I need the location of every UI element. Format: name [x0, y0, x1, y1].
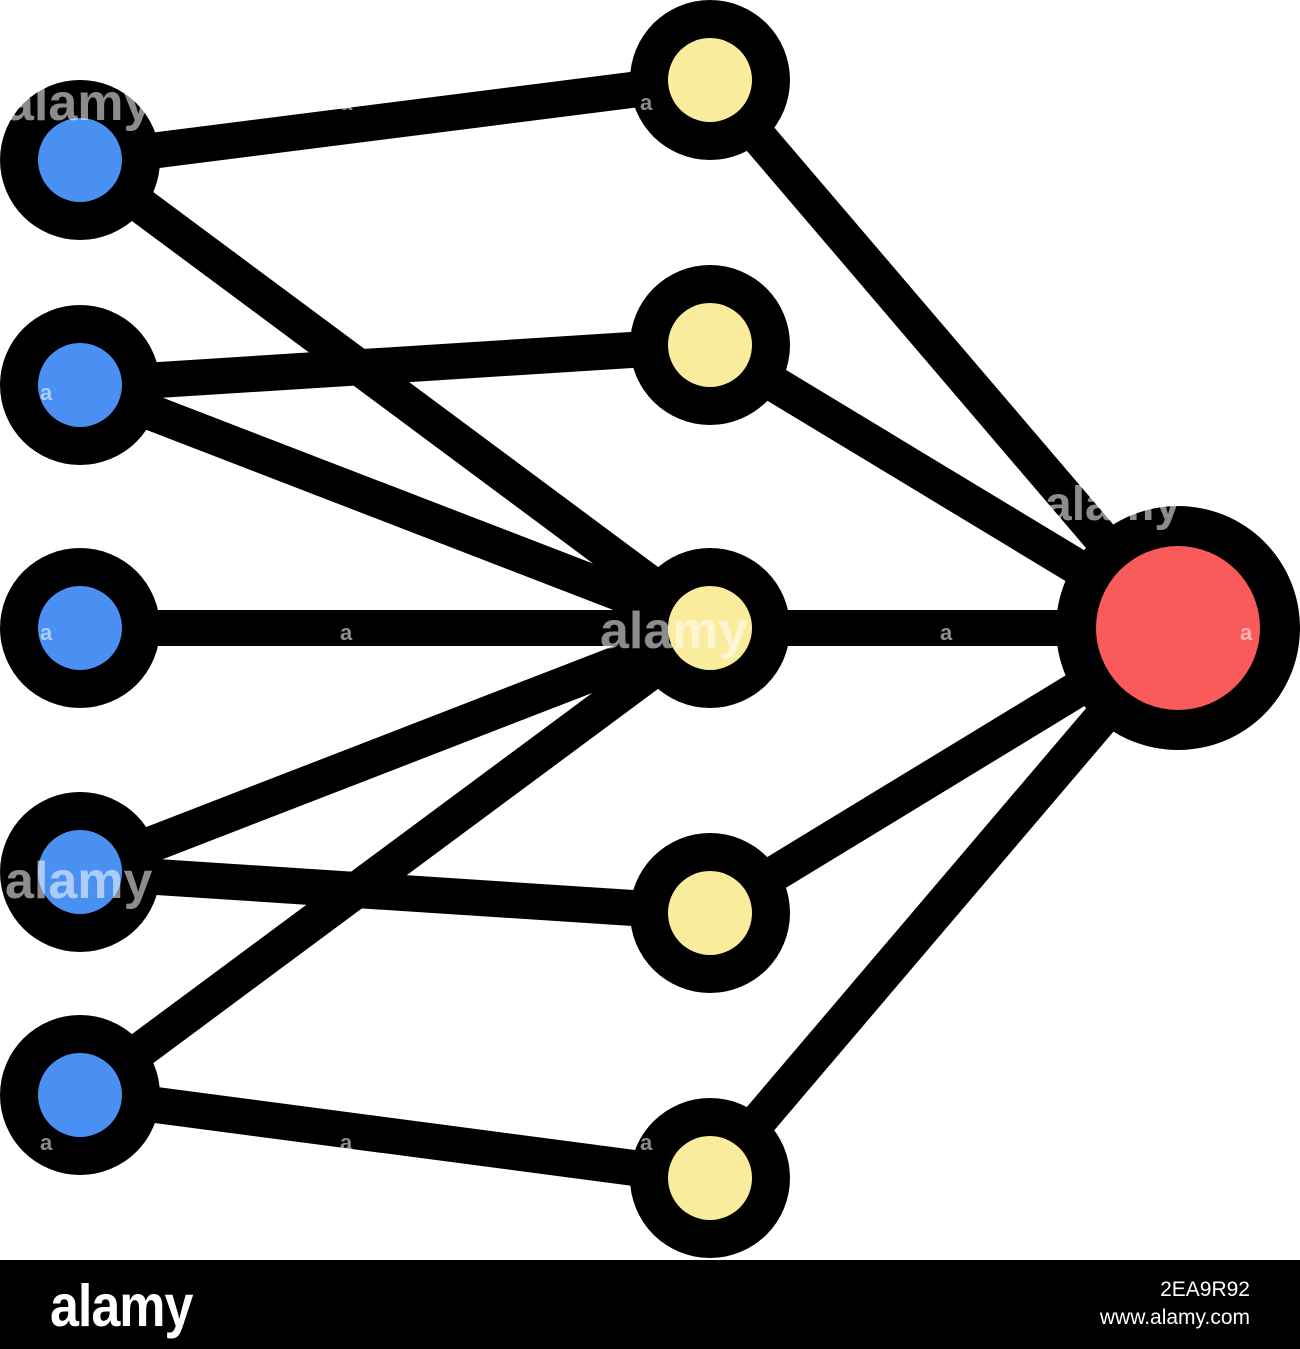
node-fill	[1096, 546, 1260, 710]
watermark-text: alamy	[600, 602, 748, 660]
edge-in5-h5	[62, 1077, 728, 1196]
watermark-text: alamy	[5, 74, 153, 132]
watermark-group: alamy alamy alamy alamy a a a a a a a a a a	[5, 74, 1253, 1155]
output-node-out	[1056, 506, 1300, 750]
edge-in4-h3	[62, 610, 728, 890]
hidden-node-h4	[630, 833, 790, 993]
edge-in4-h4	[62, 854, 728, 931]
edge-in1-h3	[62, 142, 728, 646]
watermark-mark: a	[640, 90, 653, 115]
edge-in2-h3	[62, 367, 728, 646]
hidden-node-h1	[630, 0, 790, 160]
hidden-node-h2	[630, 265, 790, 425]
input-node-in2	[0, 305, 160, 465]
footer-url: www.alamy.com	[1099, 1306, 1250, 1329]
watermark-text: alamy	[5, 852, 153, 910]
footer-logo: alamy	[50, 1273, 193, 1340]
node-fill	[668, 586, 752, 670]
footer-info: 2EA9R92 www.alamy.com	[1100, 1276, 1250, 1332]
watermark-mark: a	[40, 380, 53, 405]
watermark-mark: a	[940, 620, 953, 645]
edge-in2-h2	[62, 327, 728, 403]
edge-in1-h1	[62, 62, 728, 178]
input-node-in3	[0, 548, 160, 708]
node-fill	[38, 1053, 122, 1137]
node-fill	[38, 830, 122, 914]
watermark-mark: a	[40, 620, 53, 645]
network-diagram: alamy alamy alamy alamy a a a a a a a a a a	[0, 0, 1300, 1258]
watermark-mark: a	[1240, 620, 1253, 645]
watermark-text: alamy	[1045, 478, 1181, 531]
input-node-in4	[0, 792, 160, 952]
watermark-mark: a	[340, 620, 353, 645]
node-group	[0, 0, 1300, 1258]
node-fill	[38, 118, 122, 202]
watermark-mark: a	[340, 90, 353, 115]
node-fill	[38, 343, 122, 427]
node-fill	[38, 586, 122, 670]
hidden-node-h5	[630, 1098, 790, 1258]
image-id: 2EA9R92	[1160, 1278, 1250, 1301]
node-fill	[668, 303, 752, 387]
edge-in5-h3	[62, 610, 728, 1113]
watermark-mark: a	[640, 1130, 653, 1155]
watermark-mark: a	[40, 1130, 53, 1155]
footer-bar: alamy 2EA9R92 www.alamy.com	[0, 1260, 1300, 1349]
watermark-mark: a	[340, 1130, 353, 1155]
input-node-in5	[0, 1015, 160, 1175]
node-fill	[668, 1136, 752, 1220]
node-fill	[668, 871, 752, 955]
input-node-in1	[0, 80, 160, 240]
node-fill	[668, 38, 752, 122]
hidden-node-h3	[630, 548, 790, 708]
